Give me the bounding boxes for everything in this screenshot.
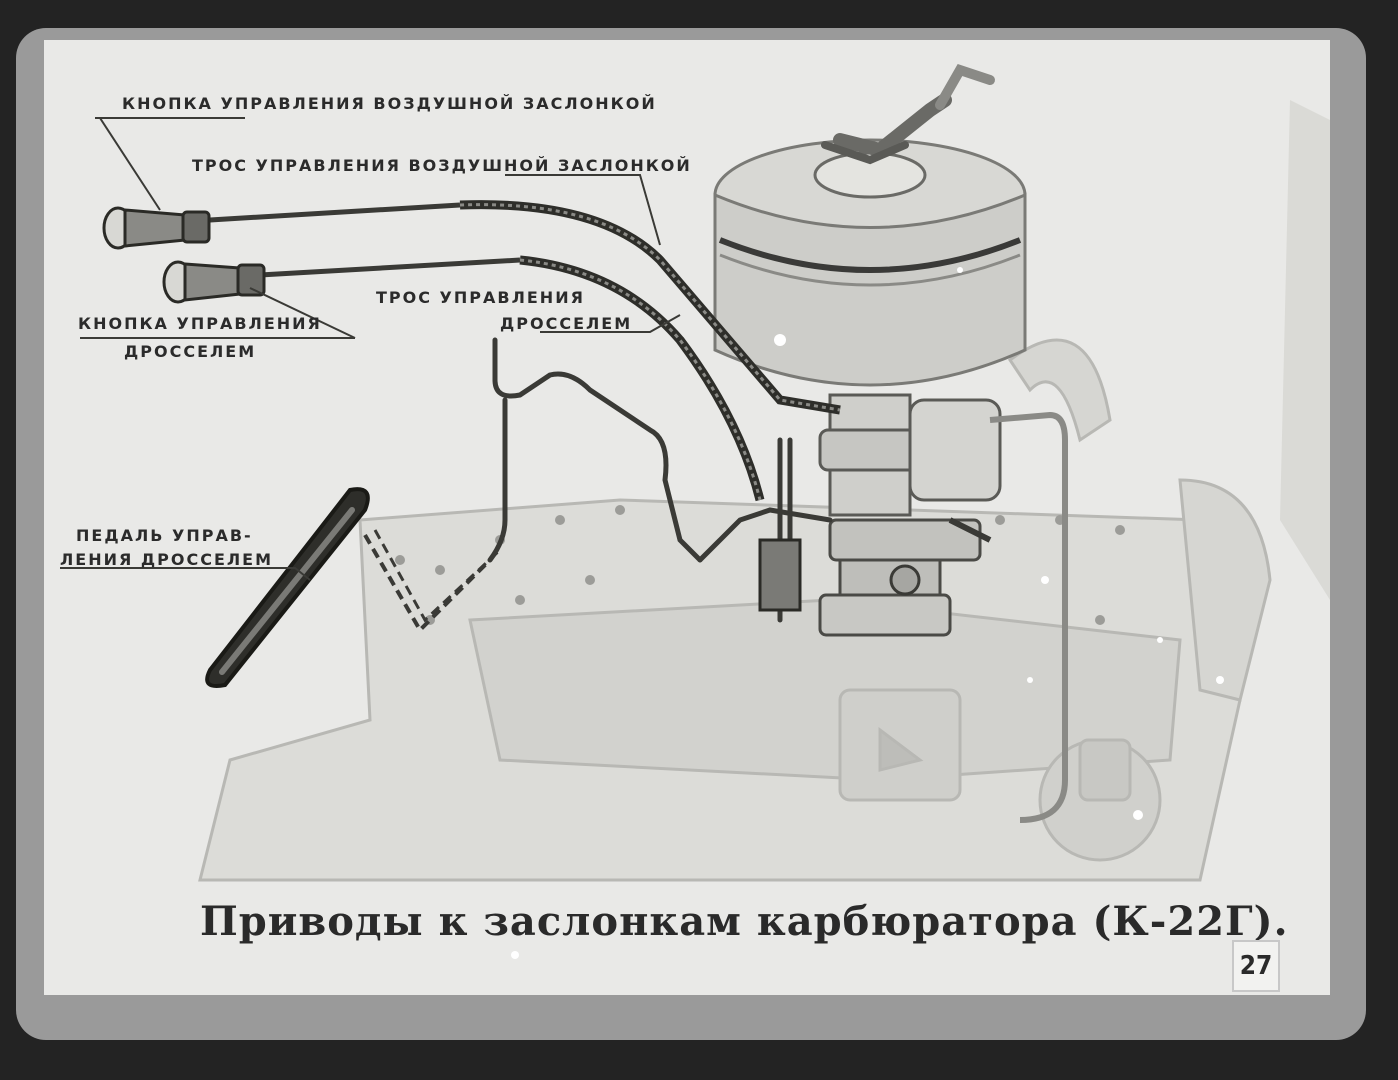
throttle-cable [259, 255, 765, 502]
throttle-button [162, 260, 266, 304]
accelerator-pedal [205, 487, 502, 688]
choke-cable [209, 200, 841, 415]
leader-lines [60, 117, 681, 581]
label-pedal-line1: ПЕДАЛЬ УПРАВ- [76, 526, 253, 545]
air-filter [713, 63, 1027, 387]
diagram-caption: Приводы к заслонкам карбюратора (К-22Г). [200, 898, 1289, 945]
choke-button [102, 206, 211, 250]
label-throttle-button-line2: ДРОССЕЛЕМ [124, 342, 257, 361]
carburetor [818, 393, 1002, 637]
label-throttle-cable-line2: ДРОССЕЛЕМ [500, 314, 633, 333]
page-number: 27 [1232, 940, 1280, 992]
label-choke-button: КНОПКА УПРАВЛЕНИЯ ВОЗДУШНОЙ ЗАСЛОНКОЙ [122, 94, 657, 113]
fuel-line [989, 411, 1068, 823]
label-throttle-cable-line1: ТРОС УПРАВЛЕНИЯ [376, 288, 585, 307]
engine-block [198, 100, 1330, 882]
film-specks [511, 267, 1224, 959]
label-pedal-line2: ЛЕНИЯ ДРОССЕЛЕМ [60, 550, 274, 569]
label-throttle-button-line1: КНОПКА УПРАВЛЕНИЯ [78, 314, 322, 333]
label-choke-cable: ТРОС УПРАВЛЕНИЯ ВОЗДУШНОЙ ЗАСЛОНКОЙ [192, 156, 692, 175]
